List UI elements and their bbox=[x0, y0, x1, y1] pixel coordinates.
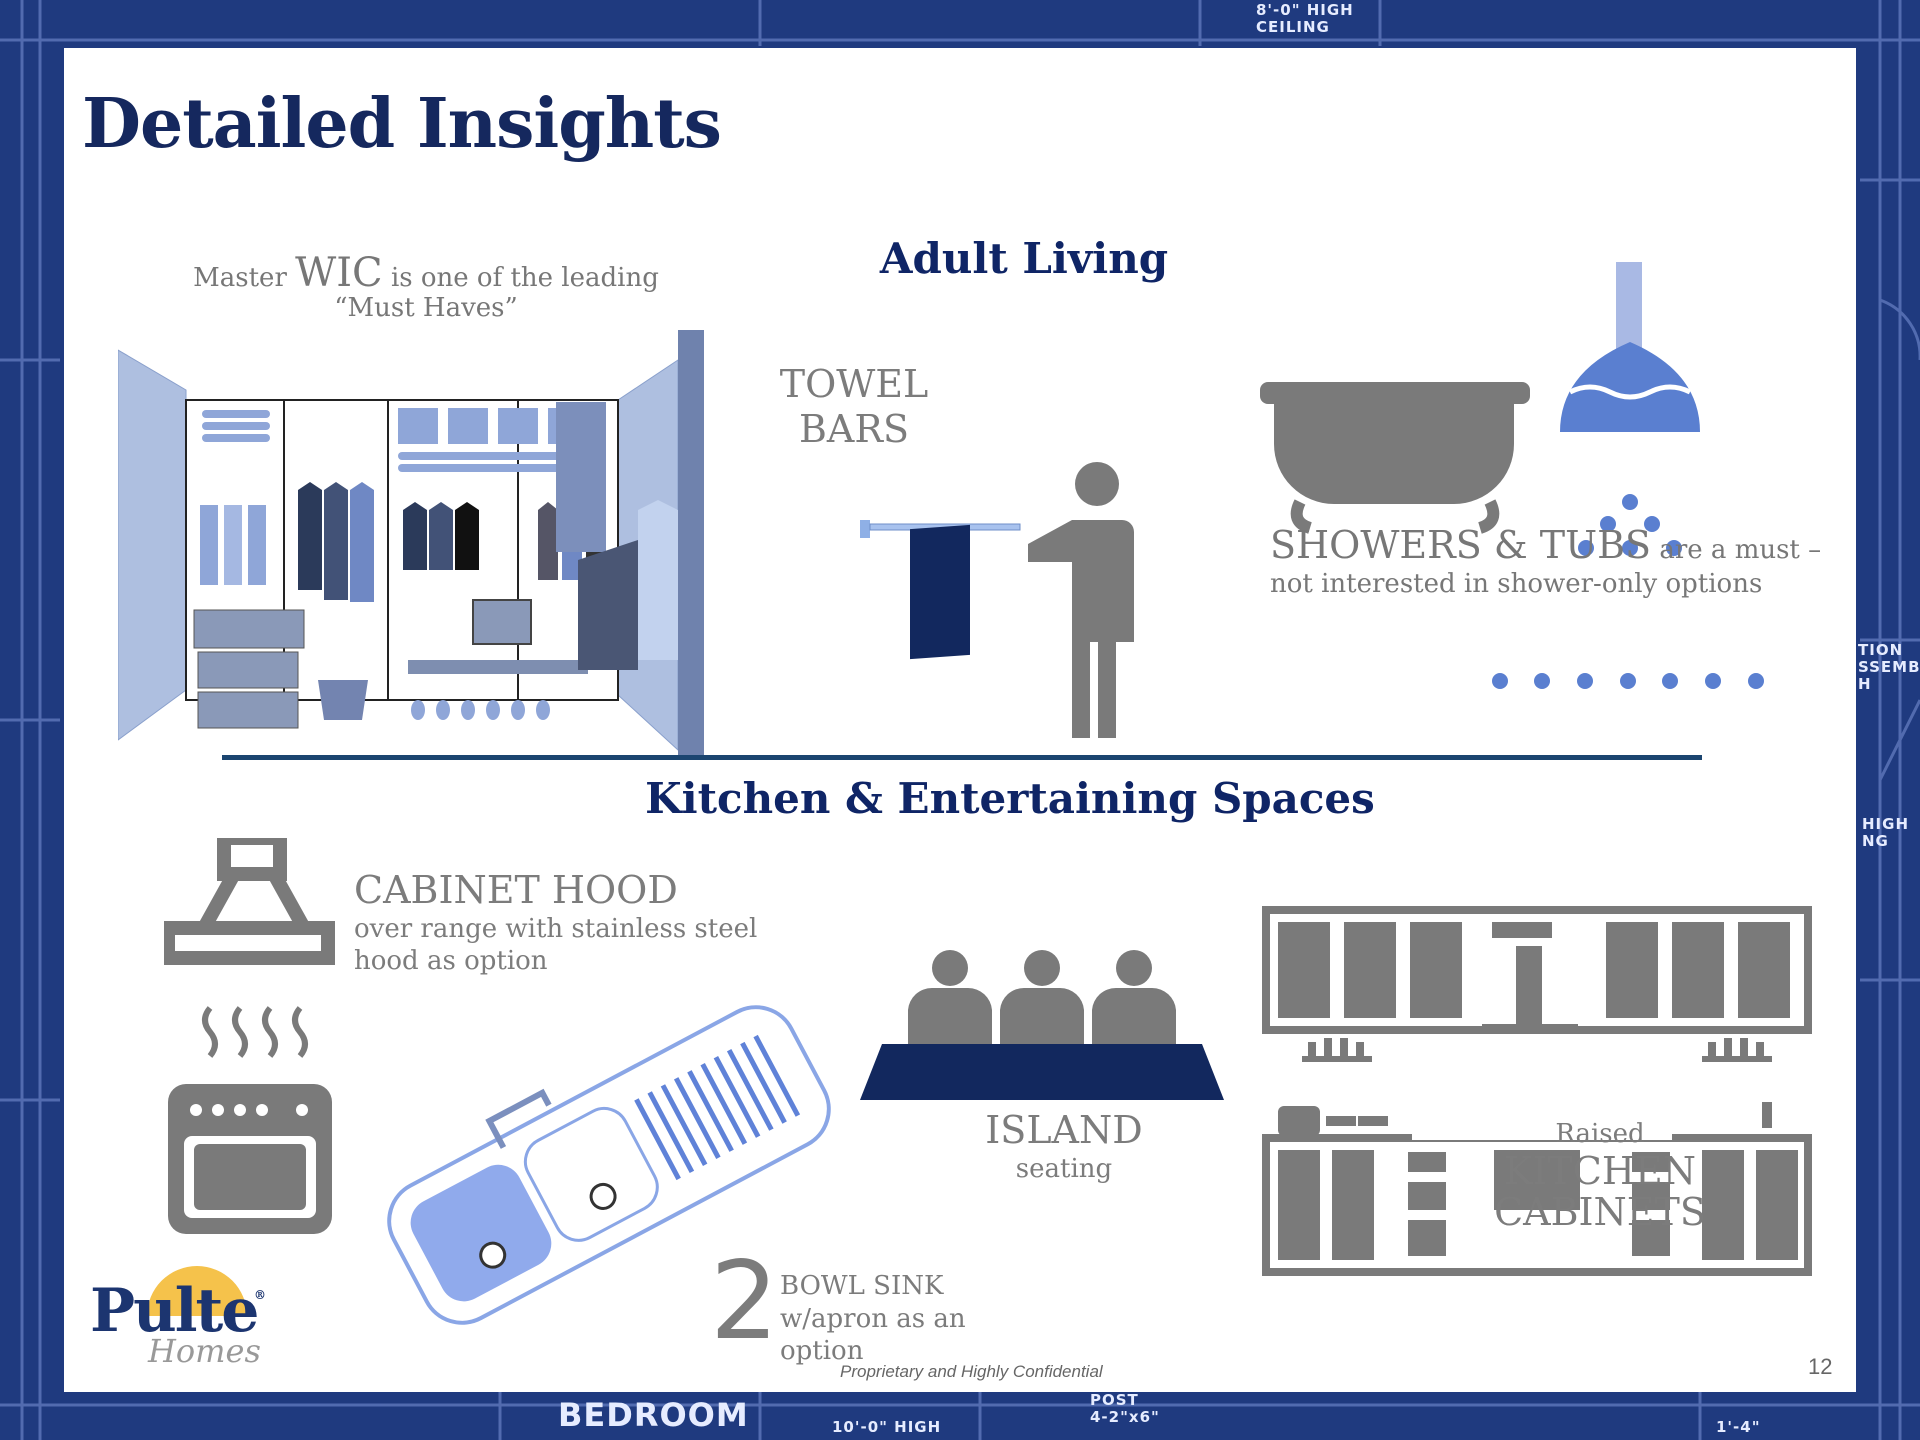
sun-logo-mark bbox=[147, 1266, 247, 1316]
wic-suffix: is one of the leading bbox=[390, 263, 659, 293]
logo-brand: Pulte bbox=[90, 1276, 259, 1346]
wic-caption: Master WIC is one of the leading “Must H… bbox=[136, 253, 716, 323]
kitchen-cabinets-illustration bbox=[1262, 906, 1812, 1276]
pulte-homes-logo: Pulte ® Homes bbox=[90, 1258, 290, 1378]
bp-label-height: 10'-0" HIGH bbox=[832, 1418, 942, 1436]
wic-line2: “Must Haves” bbox=[334, 293, 518, 323]
kitchen-cabinets-caption: Raised KITCHEN CABINETS bbox=[1450, 1118, 1750, 1233]
island-title: ISLAND bbox=[985, 1108, 1143, 1152]
page-title: Detailed Insights bbox=[82, 84, 722, 164]
range-hood-stove-icon bbox=[164, 838, 335, 1234]
cabinet-hood-caption: CABINET HOOD over range with stainless s… bbox=[354, 868, 794, 978]
logo-registered-mark: ® bbox=[254, 1288, 266, 1302]
cabinets-line1: Raised bbox=[1555, 1119, 1645, 1149]
sink-line2: w/apron as an bbox=[780, 1303, 966, 1334]
showers-emphasis: SHOWERS & TUBS bbox=[1270, 523, 1652, 567]
sink-number: 2 bbox=[710, 1239, 779, 1364]
sink-caption: BOWL SINK w/apron as an option bbox=[780, 1270, 1040, 1368]
double-bowl-sink-illustration bbox=[387, 1005, 831, 1325]
confidential-footer: Proprietary and Highly Confidential bbox=[840, 1362, 1103, 1381]
section-divider bbox=[222, 755, 1702, 760]
section-heading-kitchen: Kitchen & Entertaining Spaces bbox=[645, 774, 1375, 823]
hood-line1: over range with stainless steel bbox=[354, 913, 758, 944]
section-heading-adult-living: Adult Living bbox=[879, 234, 1169, 283]
bp-label-bottom-right: 1'-4" bbox=[1716, 1418, 1761, 1436]
walk-in-closet-illustration bbox=[118, 330, 704, 760]
wic-emphasis: WIC bbox=[295, 250, 383, 296]
water-dots-decoration bbox=[1492, 673, 1764, 689]
page-number: 12 bbox=[1808, 1354, 1833, 1379]
towel-bar-person-icon bbox=[860, 462, 1134, 738]
showers-line2: not interested in shower-only options bbox=[1270, 569, 1763, 599]
sink-line3: option bbox=[780, 1336, 864, 1366]
bp-label-bedroom: BEDROOM bbox=[558, 1396, 749, 1434]
showers-suffix: are a must – bbox=[1659, 535, 1822, 565]
towel-line1: TOWEL bbox=[779, 362, 929, 406]
towel-line2: BARS bbox=[798, 406, 909, 451]
towel-bars-caption: TOWEL BARS bbox=[704, 362, 1004, 452]
logo-homes: Homes bbox=[148, 1332, 261, 1370]
cabinets-line3: CABINETS bbox=[1494, 1189, 1706, 1234]
bp-label-right-high: HIGH NG bbox=[1862, 815, 1910, 850]
island-seating-icon bbox=[860, 950, 1224, 1100]
slide: Detailed Insights Adult Living Master WI… bbox=[64, 48, 1856, 1392]
hood-line2: hood as option bbox=[354, 946, 548, 977]
island-caption: ISLAND seating bbox=[944, 1108, 1184, 1185]
wic-prefix: Master bbox=[193, 263, 287, 293]
island-subtitle: seating bbox=[1015, 1153, 1113, 1184]
showers-tubs-caption: SHOWERS & TUBS are a must – not interest… bbox=[1270, 526, 1830, 601]
cabinets-line2: KITCHEN bbox=[1504, 1148, 1696, 1193]
bathtub-shower-icon bbox=[1260, 262, 1700, 556]
hood-title: CABINET HOOD bbox=[354, 868, 678, 912]
sink-line1: BOWL SINK bbox=[780, 1271, 944, 1301]
bp-label-right: TION SSEMBL H bbox=[1858, 641, 1920, 693]
